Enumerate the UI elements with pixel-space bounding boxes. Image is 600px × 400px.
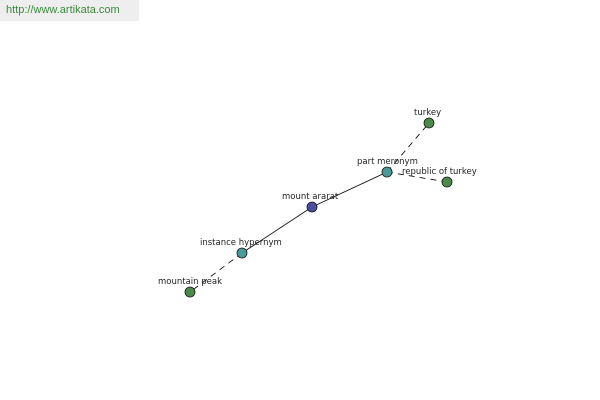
nodes-layer — [184, 117, 453, 298]
node-label-part-meronym: part meronym — [357, 157, 418, 167]
node-label-republic-of-turkey: republic of turkey — [402, 167, 477, 177]
node-mountain-peak[interactable] — [184, 286, 196, 298]
edges-layer — [189, 122, 448, 293]
node-label-instance-hypernym: instance hypernym — [200, 238, 282, 248]
node-turkey[interactable] — [423, 117, 435, 129]
node-label-mountain-peak: mountain peak — [158, 277, 222, 287]
node-instance-hypernym[interactable] — [236, 247, 248, 259]
node-mount-ararat[interactable] — [306, 201, 318, 213]
node-part-meronym[interactable] — [381, 166, 393, 178]
watermark-url[interactable]: http://www.artikata.com — [0, 0, 139, 21]
labels-layer: mount ararat instance hypernym mountain pe… — [158, 108, 477, 287]
node-label-turkey: turkey — [414, 108, 441, 118]
edge-mount-ararat-to-instance-hypernym — [241, 206, 313, 254]
node-republic-of-turkey[interactable] — [441, 176, 453, 188]
node-label-mount-ararat: mount ararat — [282, 192, 339, 202]
edge-mount-ararat-to-part-meronym — [311, 171, 388, 208]
